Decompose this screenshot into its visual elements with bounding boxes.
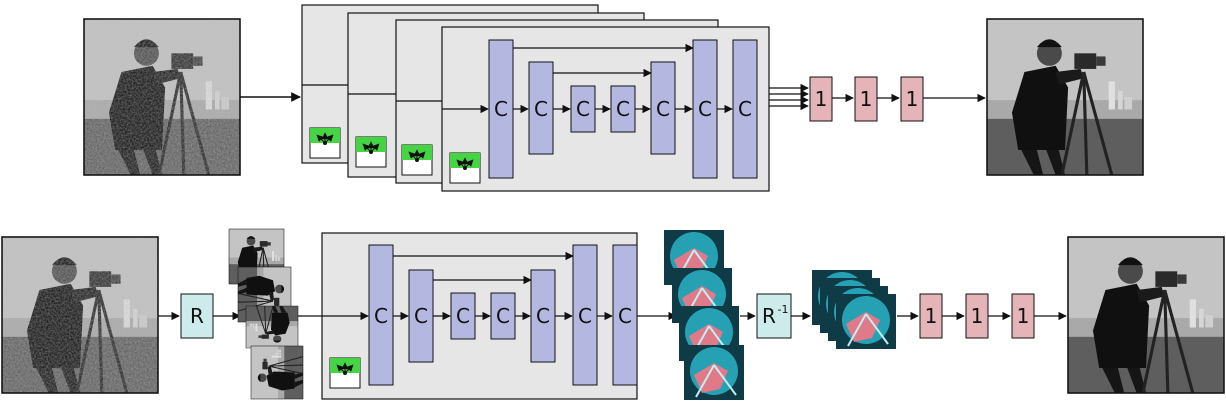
svg-text:C: C [494,97,508,121]
feature-map-stack-aligned [811,269,897,350]
top-conv-block-2: C [528,61,554,155]
top-conv-block-3: C [570,85,596,133]
svg-text:1: 1 [860,87,873,111]
top-fan-arrows [769,83,809,111]
feature-map-4 [683,344,745,401]
svg-text:1: 1 [1017,304,1030,328]
top-conv-block-6: C [692,39,718,179]
bottom-pointwise-block-3: 1 [1011,293,1035,339]
rotate-inverse-block: R -1 [756,293,792,339]
svg-text:1: 1 [925,304,938,328]
top-output-image [985,17,1145,177]
svg-text:R: R [190,304,204,328]
kernel-icon-4 [450,153,480,183]
top-conv-block-7: C [732,39,758,179]
bottom-pointwise-block-2: 1 [965,293,989,339]
svg-text:C: C [496,304,510,328]
bottom-conv-block-3: C [450,292,476,340]
top-conv-block-1: C [488,39,514,179]
top-pointwise-block-1: 1 [809,76,833,122]
rotated-image-4 [250,345,304,400]
svg-text:1: 1 [815,87,828,111]
rotated-image-3 [245,305,299,349]
bottom-pointwise-block-1: 1 [919,293,943,339]
svg-text:-1: -1 [778,303,789,316]
svg-text:C: C [576,97,590,121]
svg-text:C: C [536,304,550,328]
svg-text:C: C [738,97,752,121]
rotated-image-stack [228,228,304,400]
bottom-conv-block-1: C [368,244,394,386]
bottom-conv-chain: C C C C C C C [368,244,638,386]
svg-text:R: R [762,304,776,328]
bottom-conv-block-2: C [408,269,434,363]
rotate-block: R [180,293,214,339]
top-conv-block-4: C [610,85,636,133]
bottom-conv-block-5: C [530,269,556,363]
svg-text:C: C [374,304,388,328]
svg-text:C: C [456,304,470,328]
top-pointwise-block-3: 1 [900,76,924,122]
top-input-image [82,17,242,177]
svg-text:C: C [698,97,712,121]
bottom-conv-block-6: C [572,244,598,386]
top-pointwise-chain: 1 1 1 [809,76,986,122]
kernel-icon-1 [310,128,340,158]
svg-text:1: 1 [906,87,919,111]
svg-text:1: 1 [971,304,984,328]
bottom-input-image [0,235,160,395]
kernel-icon-2 [356,137,386,167]
top-conv-chain: C C C C C C C [442,39,758,179]
svg-text:C: C [656,97,670,121]
kernel-icon-3 [402,145,432,175]
svg-text:C: C [414,304,428,328]
svg-text:C: C [534,97,548,121]
bottom-kernel-icon [330,358,360,388]
top-conv-block-5: C [650,61,676,155]
bottom-output-image [1066,235,1226,395]
svg-text:C: C [618,304,632,328]
svg-text:C: C [616,97,630,121]
bottom-pointwise-chain: 1 1 1 [919,293,1067,339]
top-pointwise-block-2: 1 [854,76,878,122]
bottom-conv-block-4: C [490,292,516,340]
aligned-feature-4 [835,293,897,350]
svg-text:C: C [578,304,592,328]
feature-map-stack-rotated [663,229,745,401]
bottom-conv-block-7: C [612,244,638,386]
